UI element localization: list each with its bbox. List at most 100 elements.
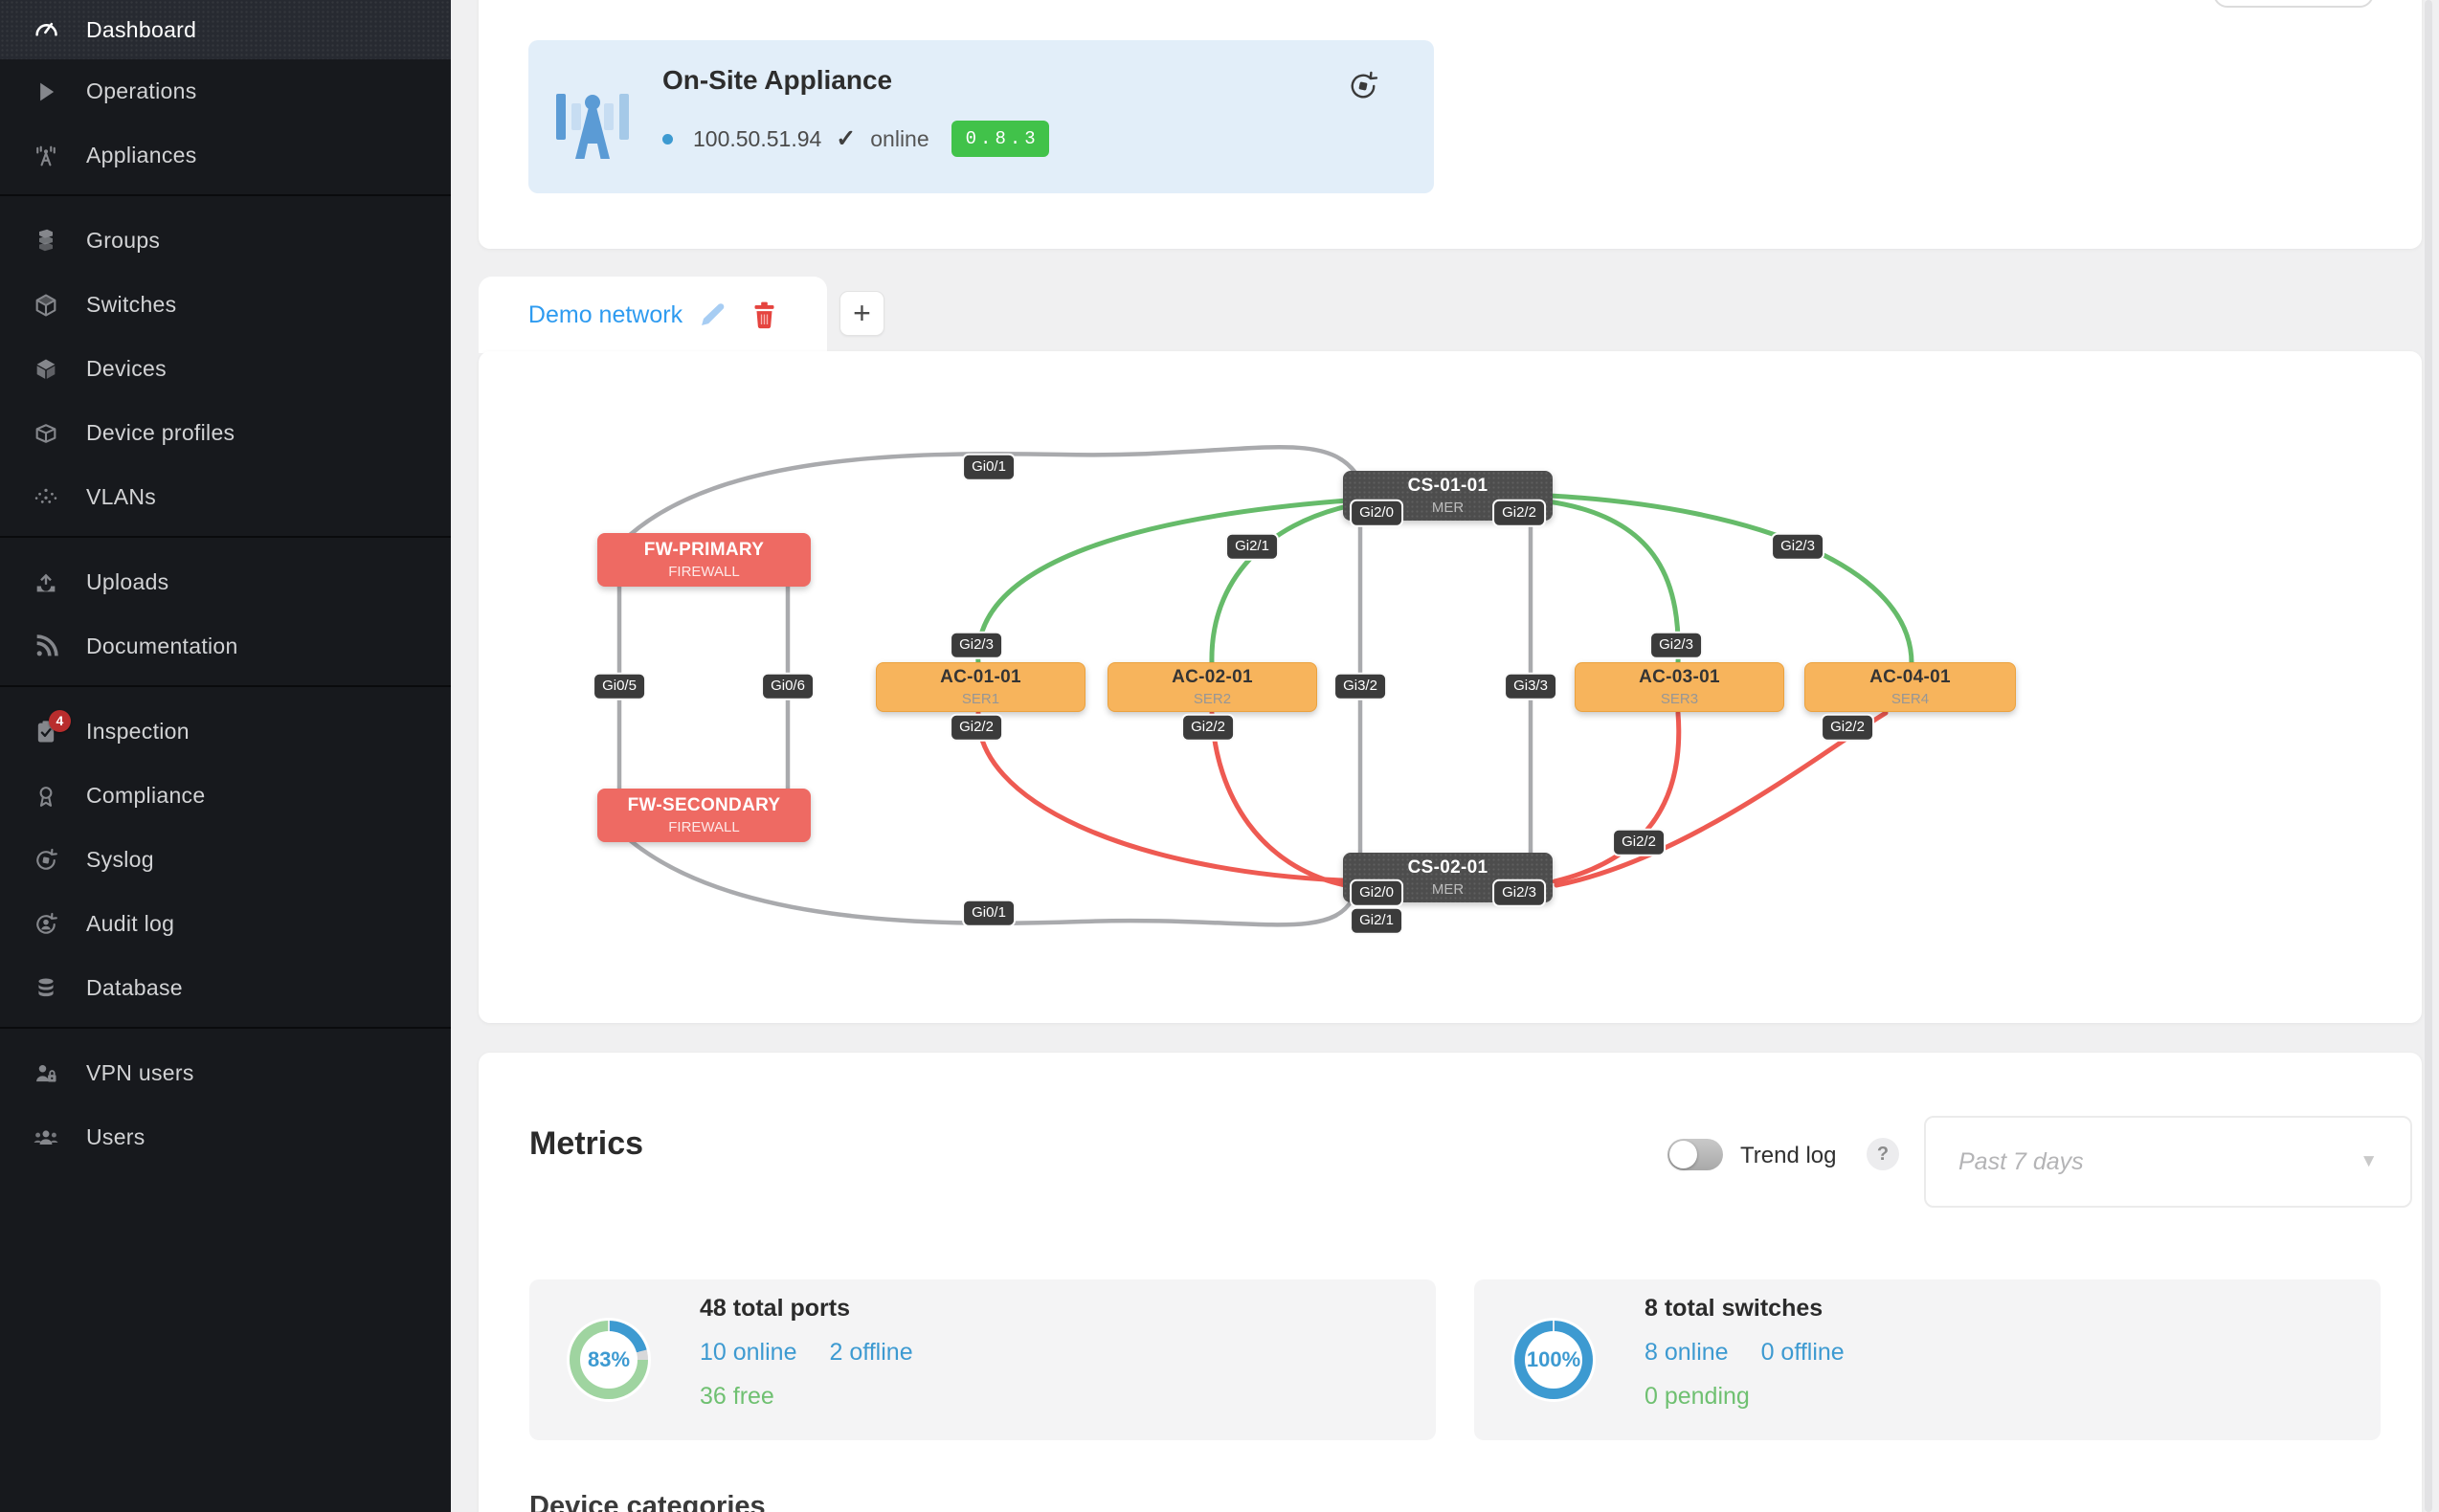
- sidebar-item-devices[interactable]: Devices: [0, 337, 451, 401]
- node-label: CS-01-01: [1407, 475, 1488, 496]
- appliance-ip: 100.50.51.94: [693, 125, 822, 151]
- user-lock-icon: [33, 1060, 59, 1087]
- sidebar-item-compliance[interactable]: Compliance: [0, 764, 451, 828]
- link-cs01-ac04: [1547, 493, 1914, 666]
- sidebar-item-label: VPN users: [86, 1060, 194, 1085]
- top-right-button[interactable]: [2213, 0, 2374, 8]
- port-label-gi2-3: Gi2/3: [1494, 880, 1544, 905]
- port-label-gi2-3: Gi2/3: [1773, 534, 1823, 559]
- port-label-gi0-1: Gi0/1: [964, 901, 1014, 925]
- port-label-gi2-0: Gi2/0: [1352, 880, 1401, 905]
- node-label: AC-03-01: [1639, 666, 1720, 687]
- sidebar-item-vpn-users[interactable]: VPN users: [0, 1041, 451, 1105]
- time-range-select[interactable]: Past 7 days ▼: [1924, 1116, 2412, 1208]
- sidebar-item-groups[interactable]: Groups: [0, 209, 451, 273]
- antenna-icon: [33, 143, 59, 169]
- sidebar-item-audit-log[interactable]: Audit log: [0, 892, 451, 956]
- sidebar-item-documentation[interactable]: Documentation: [0, 614, 451, 678]
- sidebar-divider: [0, 1027, 451, 1029]
- link-fwp-cs01: [627, 444, 1358, 538]
- upload-icon: [33, 569, 59, 596]
- metric-card-title: 8 total switches: [1645, 1295, 1824, 1322]
- node-label: FW-SECONDARY: [627, 794, 781, 815]
- sidebar-item-label: Compliance: [86, 783, 206, 808]
- node-sublabel: SER3: [1660, 690, 1699, 707]
- sidebar-item-label: Inspection: [86, 719, 190, 744]
- appliance-card[interactable]: On-Site Appliance 100.50.51.94 ✓ online …: [528, 40, 1434, 193]
- trend-log-label: Trend log: [1740, 1143, 1837, 1168]
- appliance-status: online: [870, 125, 929, 151]
- metrics-title: Metrics: [529, 1125, 644, 1162]
- gauge-icon: [33, 16, 59, 43]
- port-label-gi2-2: Gi2/2: [1614, 830, 1664, 855]
- user-history-icon: [33, 911, 59, 938]
- sidebar-item-users[interactable]: Users: [0, 1105, 451, 1169]
- port-label-gi0-1: Gi0/1: [964, 455, 1014, 479]
- sidebar-item-label: Operations: [86, 78, 197, 103]
- port-label-gi2-2: Gi2/2: [1183, 715, 1233, 740]
- node-sublabel: FIREWALL: [668, 818, 740, 835]
- sidebar-item-inspection[interactable]: 4 Inspection: [0, 700, 451, 764]
- plus-icon: +: [853, 296, 871, 330]
- dots-icon: [33, 484, 59, 511]
- sidebar-item-device-profiles[interactable]: Device profiles: [0, 401, 451, 465]
- port-label-gi3-3: Gi3/3: [1506, 674, 1555, 699]
- appliance-panel: On-Site Appliance 100.50.51.94 ✓ online …: [479, 0, 2422, 249]
- port-label-gi2-1: Gi2/1: [1352, 908, 1401, 933]
- node-sublabel: FIREWALL: [668, 563, 740, 580]
- trash-icon[interactable]: [751, 300, 777, 329]
- node-label: AC-02-01: [1172, 666, 1253, 687]
- sidebar-item-label: VLANs: [86, 484, 157, 509]
- server-stack-icon: [33, 228, 59, 255]
- device-categories-heading: Device categories: [529, 1491, 766, 1512]
- sidebar-divider: [0, 536, 451, 538]
- port-label-gi2-1: Gi2/1: [1227, 534, 1277, 559]
- play-icon: [33, 78, 59, 105]
- topology-node-fw-secondary[interactable]: FW-SECONDARY FIREWALL: [597, 789, 811, 842]
- node-label: AC-01-01: [940, 666, 1021, 687]
- link-ac03-cs02: [1552, 710, 1682, 884]
- port-label-gi0-6: Gi0/6: [763, 674, 813, 699]
- add-network-tab-button[interactable]: +: [839, 291, 884, 336]
- donut-percent: 83%: [580, 1331, 638, 1389]
- sidebar-item-label: Users: [86, 1124, 145, 1149]
- clipboard-check-icon: 4: [33, 709, 71, 745]
- trend-log-toggle[interactable]: [1667, 1139, 1723, 1170]
- tab-label: Demo network: [527, 300, 683, 328]
- sidebar-item-operations[interactable]: Operations: [0, 59, 451, 123]
- node-sublabel: SER2: [1193, 690, 1232, 707]
- sidebar-item-dashboard[interactable]: Dashboard: [0, 0, 451, 59]
- metric-card-title: 48 total ports: [700, 1295, 850, 1322]
- sidebar-item-label: Syslog: [86, 847, 154, 872]
- notification-badge: 4: [49, 709, 71, 732]
- link-fws-cs02: [627, 837, 1354, 927]
- refresh-icon[interactable]: [1346, 69, 1380, 108]
- port-label-gi2-2: Gi2/2: [1494, 500, 1544, 525]
- rss-icon: [33, 634, 59, 660]
- edit-pencil-icon[interactable]: [698, 300, 727, 329]
- sidebar-item-switches[interactable]: Switches: [0, 273, 451, 337]
- sidebar-item-label: Switches: [86, 292, 177, 317]
- scrollbar[interactable]: [2425, 0, 2432, 1512]
- sidebar-item-syslog[interactable]: Syslog: [0, 828, 451, 892]
- donut-percent: 100%: [1525, 1331, 1582, 1389]
- port-label-gi2-0: Gi2/0: [1352, 500, 1401, 525]
- donut-seam: [608, 1321, 610, 1332]
- sidebar-item-vlans[interactable]: VLANs: [0, 465, 451, 529]
- help-icon[interactable]: ?: [1867, 1138, 1899, 1170]
- sidebar-item-uploads[interactable]: Uploads: [0, 550, 451, 614]
- metric-row: 36 free: [700, 1383, 913, 1411]
- sidebar-item-database[interactable]: Database: [0, 956, 451, 1020]
- sidebar-item-appliances[interactable]: Appliances: [0, 123, 451, 188]
- database-icon: [33, 975, 59, 1002]
- tab-demo-network[interactable]: Demo network: [479, 277, 827, 353]
- sidebar-item-label: Groups: [86, 228, 161, 253]
